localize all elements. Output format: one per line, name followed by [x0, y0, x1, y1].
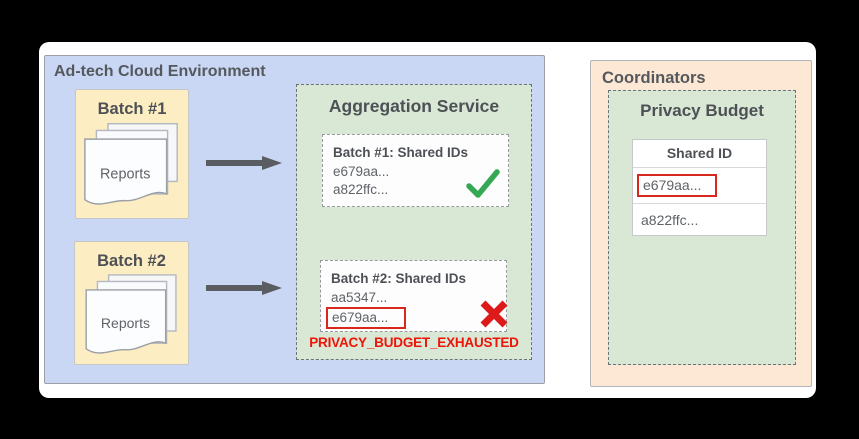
batch1-box: Batch #1 Reports	[75, 89, 189, 219]
diagram-card: Ad-tech Cloud Environment Batch #1 Repor…	[39, 42, 816, 398]
batch2-result-box: Batch #2: Shared IDs aa5347... e679aa...	[320, 260, 508, 332]
reports-stack-icon: Reports	[84, 274, 177, 354]
batch1-result-title: Batch #1: Shared IDs	[333, 145, 469, 160]
table-row: e679aa...	[633, 168, 766, 204]
shared-id-value: e679aa...	[333, 163, 390, 179]
duplicate-id-highlight: e679aa...	[637, 174, 718, 197]
batch2-reports-label: Reports	[100, 315, 149, 331]
shared-id-table: Shared ID e679aa... a822ffc...	[632, 139, 767, 236]
flow-arrow-icon	[206, 156, 282, 170]
flow-arrow-icon	[206, 281, 282, 295]
coordinators-title: Coordinators	[602, 69, 706, 87]
batch2-title: Batch #2	[97, 252, 166, 270]
batch1-result-box: Batch #1: Shared IDs e679aa... a822ffc..…	[322, 134, 509, 207]
table-row: a822ffc...	[641, 211, 699, 228]
reports-stack-icon: Reports	[84, 123, 178, 205]
privacy-budget-title: Privacy Budget	[640, 101, 764, 120]
adtech-environment-title: Ad-tech Cloud Environment	[54, 63, 266, 80]
batch2-result-title: Batch #2: Shared IDs	[331, 271, 467, 286]
shared-id-table-header: Shared ID	[633, 140, 766, 168]
aggregation-service-container: Aggregation Service Batch #1: Shared IDs…	[296, 84, 532, 360]
coordinators-container: Coordinators Privacy Budget Shared ID e6…	[590, 60, 812, 387]
shared-id-value: aa5347...	[331, 289, 388, 305]
batch1-title: Batch #1	[97, 100, 167, 118]
error-x-icon	[480, 300, 508, 328]
privacy-budget-exhausted-label: PRIVACY_BUDGET_EXHAUSTED	[309, 335, 519, 350]
adtech-environment-container: Ad-tech Cloud Environment Batch #1 Repor…	[44, 55, 545, 384]
batch2-box: Batch #2 Reports	[74, 241, 189, 365]
privacy-budget-container: Privacy Budget Shared ID e679aa... a822f…	[608, 90, 796, 365]
aggregation-service-title: Aggregation Service	[328, 96, 500, 116]
batch1-reports-label: Reports	[100, 167, 150, 183]
success-check-icon	[466, 169, 500, 198]
duplicate-id-highlight: e679aa...	[326, 307, 407, 329]
shared-id-value: a822ffc...	[333, 182, 389, 197]
